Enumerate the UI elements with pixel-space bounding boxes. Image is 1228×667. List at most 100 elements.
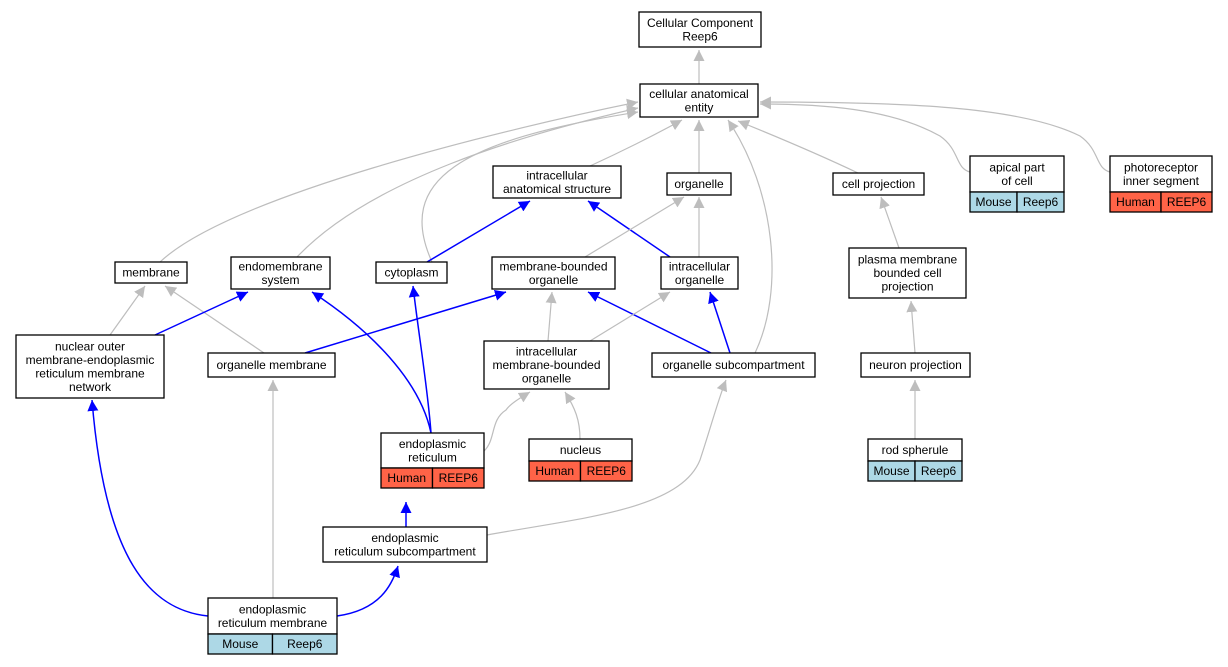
edge-ersc-to-os xyxy=(486,379,728,536)
edge-ems-to-cae xyxy=(296,105,639,258)
node-label: membrane-endoplasmic xyxy=(26,353,155,367)
node-label: entity xyxy=(685,100,714,114)
node-np[interactable]: neuron projection xyxy=(860,352,971,378)
edge-mem-to-cae xyxy=(159,98,639,263)
edge-cp-to-cae xyxy=(737,120,859,174)
node-box xyxy=(860,352,971,378)
gene-label: Reep6 xyxy=(287,637,323,651)
node-label: inner segment xyxy=(1123,174,1200,188)
edge-imbo-to-io xyxy=(589,291,671,342)
node-cp[interactable]: cell projection xyxy=(832,172,925,196)
edge-io-to-ias xyxy=(587,200,671,258)
node-label: rod spherule xyxy=(882,443,949,457)
node-box xyxy=(660,256,739,290)
gene-label: REEP6 xyxy=(1167,195,1207,209)
node-mem[interactable]: membrane xyxy=(114,261,188,284)
node-label: endoplasmic xyxy=(399,437,466,451)
node-label: cell projection xyxy=(842,177,915,191)
edges-layer xyxy=(87,50,1111,617)
edge-cyt-to-ias xyxy=(426,200,531,263)
node-box xyxy=(1109,155,1213,193)
node-label: apical part xyxy=(989,160,1045,174)
node-label: intracellular xyxy=(526,168,587,182)
node-box xyxy=(207,597,338,635)
node-label: organelle xyxy=(674,177,724,191)
node-label: organelle xyxy=(522,372,572,386)
node-label: Cellular Component xyxy=(647,16,754,30)
node-label: reticulum membrane xyxy=(35,366,145,380)
node-box xyxy=(322,526,488,563)
node-org[interactable]: organelle xyxy=(666,172,732,196)
node-om[interactable]: organelle membrane xyxy=(207,352,336,378)
edge-nom-to-mem xyxy=(109,285,146,336)
node-label: photoreceptor xyxy=(1124,160,1198,174)
node-label: of cell xyxy=(1001,174,1032,188)
node-cyt[interactable]: cytoplasm xyxy=(375,261,448,284)
edge-er-to-ems xyxy=(311,291,432,434)
node-label: reticulum membrane xyxy=(218,616,328,630)
edge-imbo-to-mbo xyxy=(545,291,557,342)
node-box xyxy=(207,352,336,378)
node-label: membrane xyxy=(122,266,180,280)
edge-os-to-cae xyxy=(727,119,773,354)
node-box xyxy=(492,165,622,199)
node-box xyxy=(491,256,616,290)
edge-erm-to-ersc xyxy=(336,565,400,617)
species-label: Mouse xyxy=(975,195,1011,209)
node-label: neuron projection xyxy=(869,358,962,372)
node-label: organelle xyxy=(529,273,579,287)
node-box xyxy=(639,83,759,118)
species-label: Human xyxy=(1116,195,1155,209)
node-label: endoplasmic xyxy=(371,531,438,545)
edge-pis-to-cae xyxy=(759,96,1111,173)
node-nom[interactable]: nuclear outermembrane-endoplasmicreticul… xyxy=(15,334,165,399)
node-label: organelle xyxy=(675,273,725,287)
node-os[interactable]: organelle subcompartment xyxy=(651,352,816,378)
node-box xyxy=(638,11,762,48)
edge-os-to-mbo xyxy=(587,291,712,354)
node-label: nuclear outer xyxy=(55,339,125,353)
node-label: reticulum xyxy=(408,450,457,464)
node-label: endoplasmic xyxy=(239,602,306,616)
gene-label: REEP6 xyxy=(587,464,627,478)
edge-nuc-to-imbo xyxy=(564,391,581,440)
edge-np-to-pmbcp xyxy=(906,300,918,354)
node-label: anatomical structure xyxy=(503,182,611,196)
gene-label: REEP6 xyxy=(439,471,479,485)
gene-cell xyxy=(431,467,485,489)
node-label: cytoplasm xyxy=(384,266,438,280)
edge-nom-to-ems xyxy=(154,291,249,336)
edge-erm-to-nom xyxy=(87,399,209,617)
node-label: Reep6 xyxy=(682,29,718,43)
edge-cyt-to-cae xyxy=(421,108,639,263)
edge-pmbcp-to-cp xyxy=(879,196,900,249)
gene-label: Reep6 xyxy=(921,464,957,478)
node-label: plasma membrane xyxy=(858,253,958,267)
edge-om-to-mem xyxy=(164,285,265,354)
edge-mbo-to-org xyxy=(584,196,685,258)
edge-ias-to-cae xyxy=(589,119,683,167)
node-box xyxy=(114,261,188,284)
species-label: Mouse xyxy=(873,464,909,478)
node-box xyxy=(483,340,610,390)
node-label: membrane-bounded xyxy=(492,358,600,372)
gene-cell xyxy=(1016,191,1065,213)
node-box xyxy=(230,256,331,290)
